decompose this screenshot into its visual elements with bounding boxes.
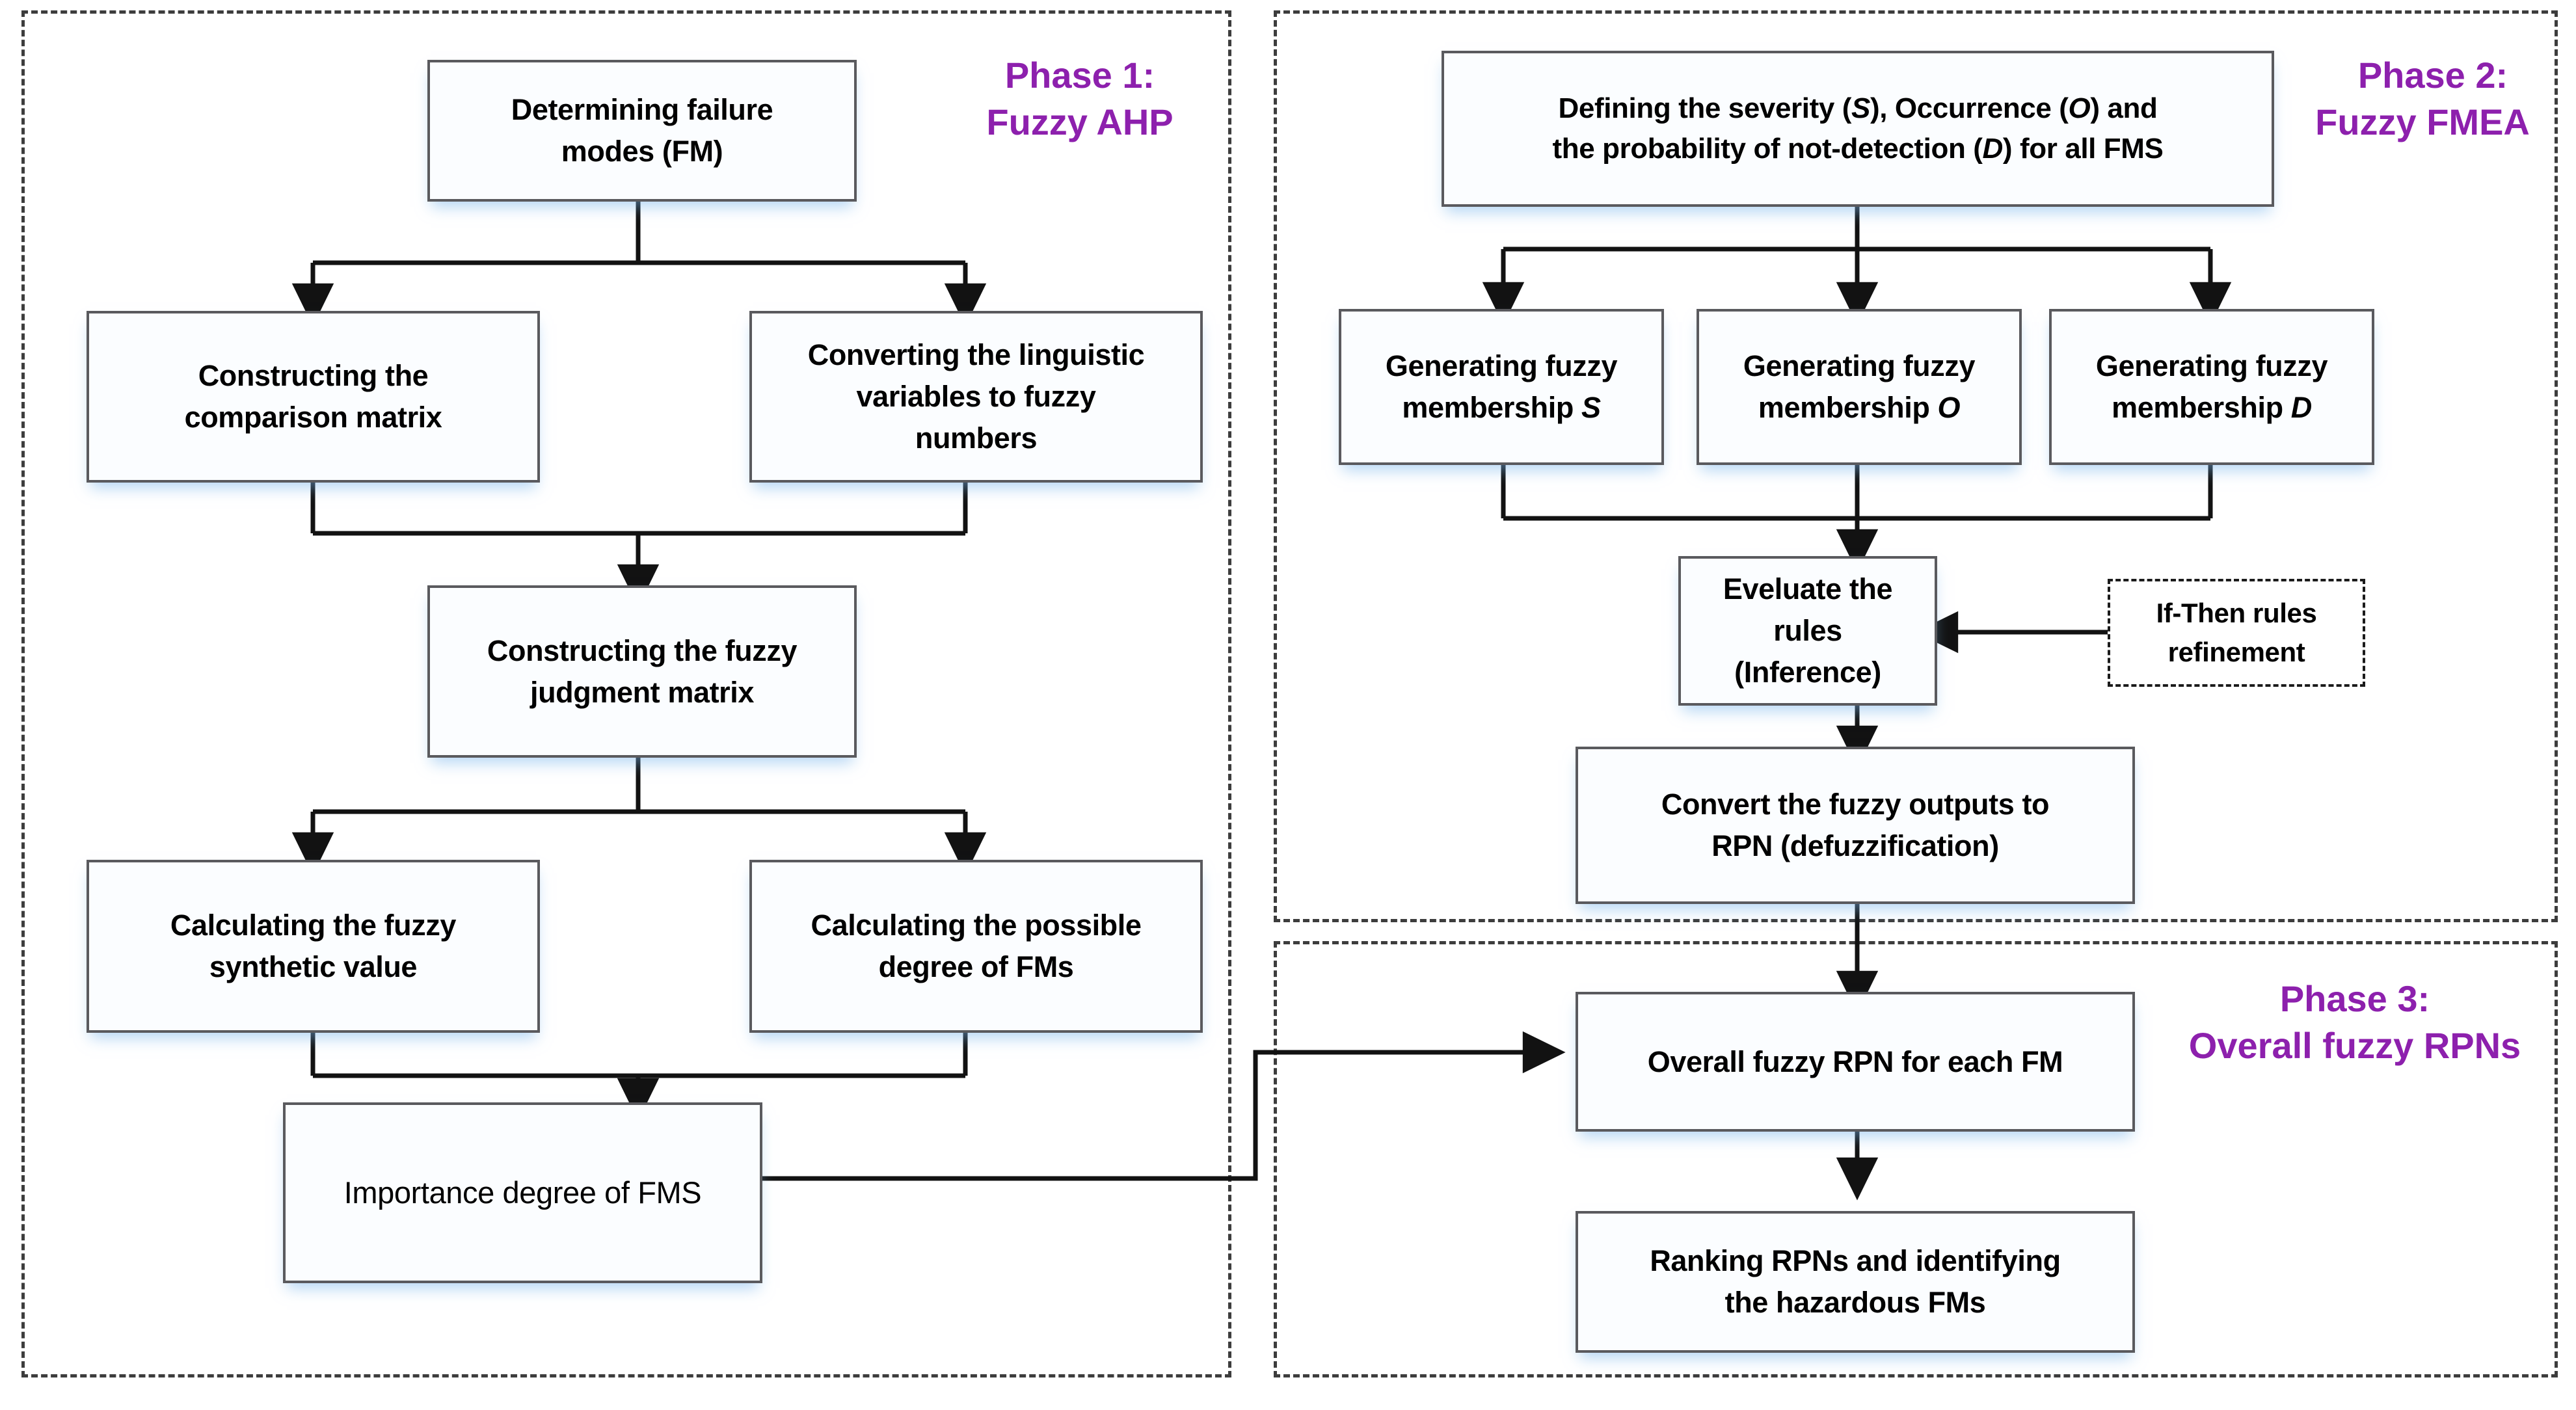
- node-calculating-possible-degree[interactable]: Calculating the possible degree of FMs: [749, 860, 1203, 1033]
- node-importance-degree[interactable]: Importance degree of FMS: [283, 1102, 762, 1283]
- phase-3-caption: Phase 3: Overall fuzzy RPNs: [2166, 976, 2543, 1069]
- phase-2-caption-line1: Phase 2:: [2357, 55, 2508, 96]
- node-defining-severity-occurrence-detection[interactable]: Defining the severity (S), Occurrence (O…: [1442, 51, 2274, 207]
- node-determining-failure-modes-label: Determining failure modes (FM): [511, 93, 773, 168]
- phase-2-caption: Phase 2: Fuzzy FMEA: [2315, 52, 2550, 145]
- node-evaluate-rules[interactable]: Eveluate the rules (Inference): [1678, 556, 1937, 706]
- node-calculating-possible-degree-label: Calculating the possible degree of FMs: [811, 909, 1142, 983]
- phase-2-panel: [1274, 10, 2558, 922]
- node-converting-linguistic-variables-label: Converting the linguistic variables to f…: [807, 338, 1145, 455]
- node-if-then-rules-refinement[interactable]: If-Then rules refinement: [2108, 579, 2365, 687]
- phase-3-caption-line2: Overall fuzzy RPNs: [2188, 1024, 2521, 1066]
- node-constructing-comparison-matrix[interactable]: Constructing the comparison matrix: [87, 311, 540, 483]
- node-ranking-rpns[interactable]: Ranking RPNs and identifying the hazardo…: [1576, 1211, 2135, 1353]
- phase-2-caption-line2: Fuzzy FMEA: [2315, 101, 2530, 142]
- node-convert-to-rpn-label: Convert the fuzzy outputs to RPN (defuzz…: [1661, 788, 2050, 862]
- phase-1-caption-line1: Phase 1:: [1004, 55, 1155, 96]
- edge-importance-to-overall-rpn: [762, 1031, 1566, 1181]
- node-constructing-fuzzy-judgment-matrix[interactable]: Constructing the fuzzy judgment matrix: [427, 585, 857, 758]
- node-calculating-fuzzy-synthetic-value[interactable]: Calculating the fuzzy synthetic value: [87, 860, 540, 1033]
- node-convert-to-rpn[interactable]: Convert the fuzzy outputs to RPN (defuzz…: [1576, 747, 2135, 904]
- node-defining-severity-occurrence-detection-label: Defining the severity (S), Occurrence (O…: [1552, 92, 2164, 165]
- phase-3-caption-line1: Phase 3:: [2279, 978, 2430, 1019]
- node-importance-degree-label: Importance degree of FMS: [343, 1175, 702, 1210]
- node-calculating-fuzzy-synthetic-value-label: Calculating the fuzzy synthetic value: [170, 909, 457, 983]
- node-converting-linguistic-variables[interactable]: Converting the linguistic variables to f…: [749, 311, 1203, 483]
- node-determining-failure-modes[interactable]: Determining failure modes (FM): [427, 60, 857, 202]
- node-constructing-fuzzy-judgment-matrix-label: Constructing the fuzzy judgment matrix: [487, 633, 798, 709]
- node-constructing-comparison-matrix-label: Constructing the comparison matrix: [184, 359, 442, 434]
- node-if-then-rules-refinement-label: If-Then rules refinement: [2156, 598, 2317, 667]
- node-overall-fuzzy-rpn[interactable]: Overall fuzzy RPN for each FM: [1576, 992, 2135, 1132]
- node-evaluate-rules-label: Eveluate the rules (Inference): [1723, 572, 1893, 689]
- phase-1-panel: [21, 10, 1231, 1377]
- phase-1-caption: Phase 1: Fuzzy AHP: [982, 52, 1177, 145]
- phase-3-panel: [1274, 941, 2558, 1377]
- node-overall-fuzzy-rpn-label: Overall fuzzy RPN for each FM: [1647, 1044, 2063, 1078]
- phase-1-caption-line2: Fuzzy AHP: [986, 101, 1174, 142]
- node-ranking-rpns-label: Ranking RPNs and identifying the hazardo…: [1650, 1244, 2061, 1319]
